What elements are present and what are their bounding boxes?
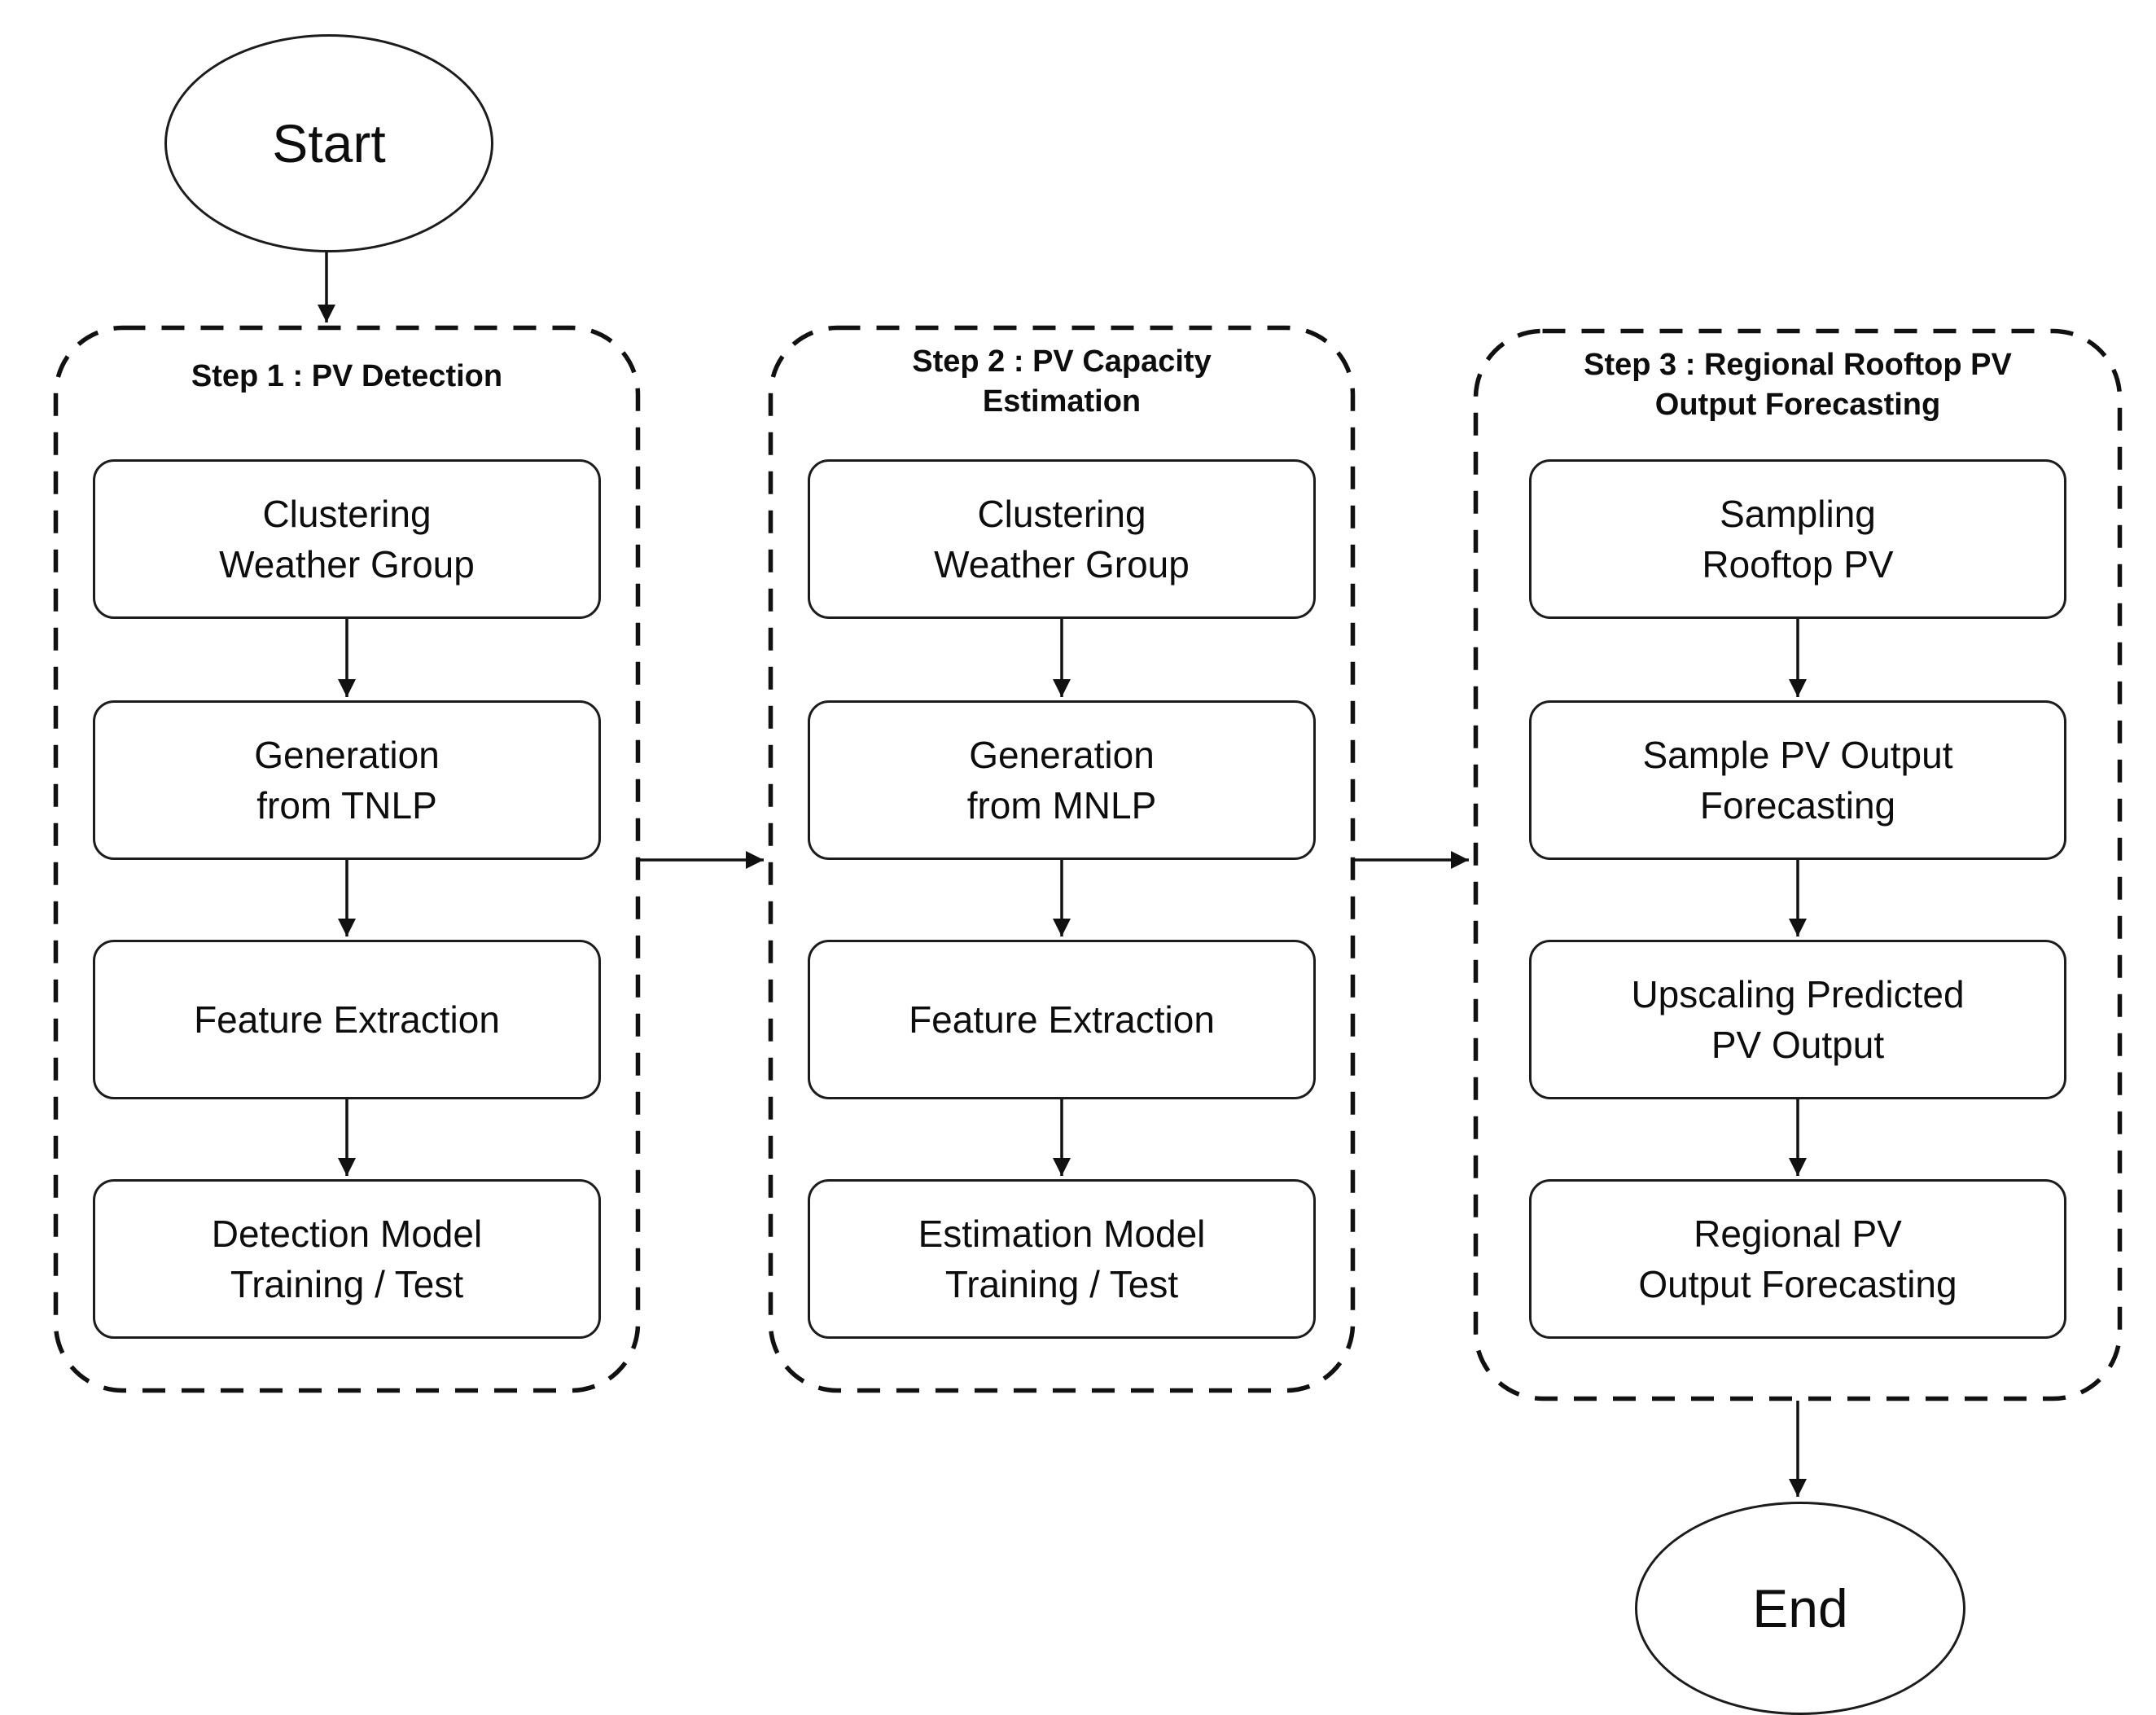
step-3-container-border [1473,328,2123,1401]
start-label: Start [272,113,386,173]
step1-node-detection-model-training-test: Detection Model Training / Test [93,1179,601,1339]
step3-node-regional-pv-output-forecasting: Regional PV Output Forecasting [1529,1179,2066,1339]
step2-node-feature-extraction: Feature Extraction [808,940,1316,1099]
step3-node-sampling-rooftop-pv: Sampling Rooftop PV [1529,459,2066,619]
end-node: End [1635,1502,1965,1715]
step2-node-estimation-model-training-test: Estimation Model Training / Test [808,1179,1316,1339]
step-2-header: Step 2 : PV Capacity Estimation [912,344,1212,419]
step2-node-generation-from-mnlp: Generation from MNLP [808,700,1316,860]
step2-node-clustering-weather-group: Clustering Weather Group [808,459,1316,619]
step3-node-sample-pv-output-forecasting: Sample PV Output Forecasting [1529,700,2066,860]
step1-node-feature-extraction: Feature Extraction [93,940,601,1099]
start-node: Start [164,34,493,252]
step3-node-upscaling-predicted-pv-output: Upscaling Predicted PV Output [1529,940,2066,1099]
step1-node-generation-from-tnlp: Generation from TNLP [93,700,601,860]
step-3-header: Step 3 : Regional Rooftop PV Output Fore… [1584,348,2012,422]
step1-node-clustering-weather-group: Clustering Weather Group [93,459,601,619]
step-2-container-border [768,325,1356,1393]
step-1-container-border [53,325,641,1393]
end-label: End [1752,1578,1848,1638]
step-1-header: Step 1 : PV Detection [191,359,503,393]
